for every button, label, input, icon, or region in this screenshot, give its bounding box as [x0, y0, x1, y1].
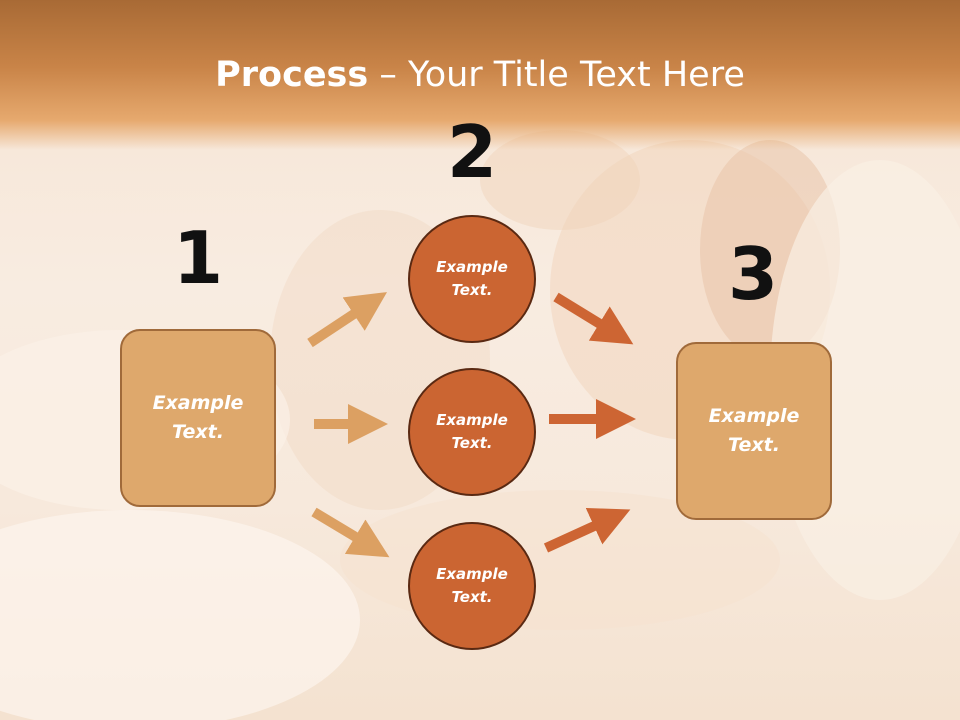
circle-top[interactable]: Example Text.	[408, 215, 536, 343]
right-box[interactable]: Example Text.	[676, 342, 832, 520]
arrow-right-bottom	[543, 507, 631, 553]
circle-top-label: Example Text.	[436, 258, 508, 299]
left-box[interactable]: Example Text.	[120, 329, 276, 507]
step-number-3: 3	[727, 232, 779, 316]
right-box-label: Example Text.	[708, 405, 800, 456]
circle-middle-label: Example Text.	[436, 411, 508, 452]
slide-title: Process – Your Title Text Here	[0, 52, 960, 98]
left-box-label: Example Text.	[152, 392, 244, 443]
title-rest: – Your Title Text Here	[368, 55, 745, 95]
arrow-right-top	[553, 292, 634, 345]
circle-bottom-label: Example Text.	[436, 565, 508, 606]
circle-bottom[interactable]: Example Text.	[408, 522, 536, 650]
title-bold: Process	[215, 55, 369, 95]
arrow-left-bottom	[311, 507, 390, 558]
step-number-1: 1	[172, 216, 224, 300]
circle-middle[interactable]: Example Text.	[408, 368, 536, 496]
step-number-2: 2	[446, 110, 498, 194]
arrow-left-top	[307, 292, 388, 348]
title-band	[0, 0, 960, 150]
